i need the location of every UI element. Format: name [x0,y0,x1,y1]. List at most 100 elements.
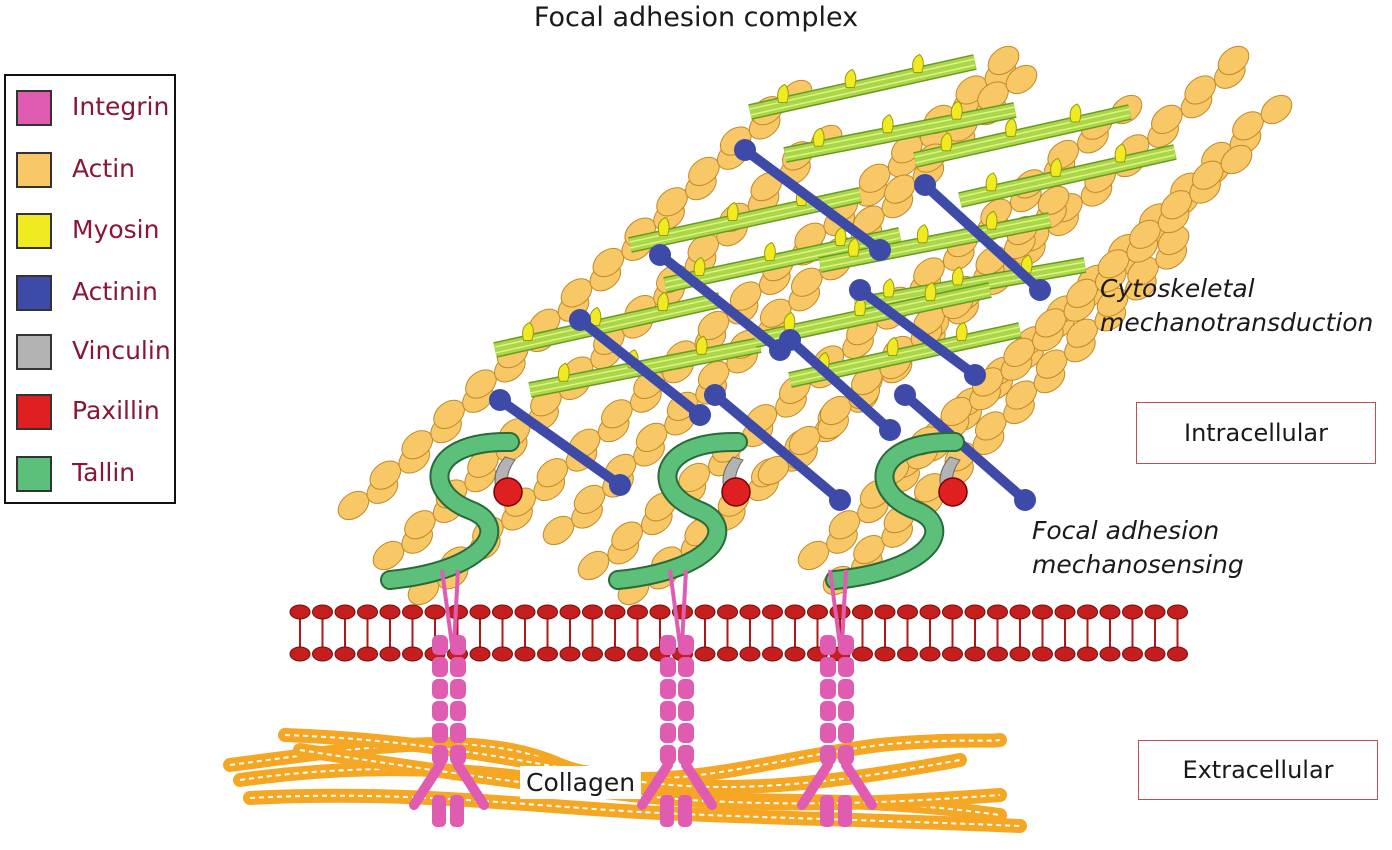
integrin-alpha-segment [432,723,448,743]
actinin-rod [785,335,895,435]
paxillin [938,477,968,507]
collagen-label: Collagen [520,766,642,799]
myosin-head [589,306,602,326]
actinin-rod [710,390,845,505]
legend-item-actinin: Actinin [16,275,174,315]
myosin-stripe [784,112,1016,159]
lipid-head-bottom [717,646,738,662]
myosin-head [985,172,998,192]
lipid-head-bottom [919,646,941,662]
lipid-head-bottom [289,646,311,662]
integrin-beta-segment [678,701,694,721]
integrin-alpha-segment [432,679,448,699]
lipid-head-bottom [739,646,761,662]
lipid-head-bottom [334,646,356,662]
legend-label: Tallin [72,458,136,487]
myosin-stripe [959,154,1176,204]
actinin-end [689,404,711,426]
myosin-head [985,210,998,230]
integrin-beta-segment [678,679,694,699]
lipid-head-bottom [987,646,1008,662]
lipid-head-bottom [357,646,378,662]
integrin-alpha-segment [432,745,448,765]
lipid-head-bottom [379,646,401,662]
lipid-head-bottom [762,646,783,662]
cytoskeletal-line-2: mechanotransduction [1100,308,1374,337]
myosin-head [693,256,706,276]
lipid-head-top [379,604,401,620]
actin-swatch [16,152,52,188]
lipid-head-top [1054,604,1076,620]
legend-label: Paxillin [72,396,160,425]
lipid-head-bottom [1122,646,1143,662]
actinin-end [649,244,671,266]
lipid-head-top [559,604,581,620]
lipid-head-bottom [852,646,873,662]
lipid-head-top [1077,604,1098,620]
lipid-head-bottom [874,646,896,662]
integrin-alpha-segment [660,723,676,743]
lipid-head-top [919,604,941,620]
integrin-tail [452,569,460,646]
integrin-leg [681,760,717,810]
adhesion-complexes [380,431,968,590]
myosin-stripe [664,237,901,289]
integrin-head [820,795,834,827]
lipid-head-top [1144,604,1166,620]
lipid-head-bottom [784,646,806,662]
legend-item-myosin: Myosin [16,213,174,253]
integrin-tail [840,569,848,646]
legend-label: Actinin [72,277,158,306]
integrin-beta-segment [450,635,466,655]
actinin-rod [920,180,1045,295]
lipid-head-bottom [694,646,716,662]
lipid-head-bottom [1099,646,1121,662]
lipid-head-bottom [964,646,986,662]
actinin-swatch [16,275,52,311]
collagen-fiber-stripe [249,794,1021,827]
myosin-swatch [16,213,52,249]
lipid-head-bottom [604,646,626,662]
diagram-title: Focal adhesion complex [0,2,1392,33]
integrin-beta-segment [838,679,854,699]
lipid-head-bottom [942,646,963,662]
integrin-leg [637,760,673,810]
myosin-filaments [493,53,1177,398]
lipid-head-top [334,604,356,620]
legend: Integrin Actin Myosin Actinin Vinculin P… [4,74,176,504]
lipid-head-top [604,604,626,620]
lipid-head-bottom [1032,646,1053,662]
integrin-alpha-segment [432,657,448,677]
lipid-head-top [784,604,806,620]
actinin-rod [655,250,785,355]
paxillin [721,477,751,507]
lipid-head-top [289,604,311,620]
integrin-beta-segment [450,745,466,765]
lipid-head-top [762,604,783,620]
myosin-head [940,132,953,152]
actinin-end [734,139,756,161]
integrin-tail [440,569,454,646]
lipid-head-top [424,604,446,620]
actin-monomer [1037,185,1070,216]
lipid-head-bottom [469,646,491,662]
integrin-tail [680,569,688,646]
actinin-rod [855,285,980,380]
myosin-head [1114,143,1127,163]
myosin-head [557,362,570,382]
actin-monomer [1220,144,1253,175]
cell-membrane [289,604,1188,662]
lipid-head-top [357,604,378,620]
legend-item-tallin: Tallin [16,456,174,496]
lipid-head-top [492,604,513,620]
lipid-head-bottom [627,646,648,662]
myosin-head [783,311,796,331]
lipid-head-bottom [582,646,603,662]
lipid-head-bottom [402,646,423,662]
integrin-alpha-segment [820,679,836,699]
myosin-stripe [819,222,1051,269]
actin-monomer [1260,94,1293,125]
integrin-leg [409,760,445,810]
myosin-head [912,53,924,73]
integrin-leg [841,760,877,810]
